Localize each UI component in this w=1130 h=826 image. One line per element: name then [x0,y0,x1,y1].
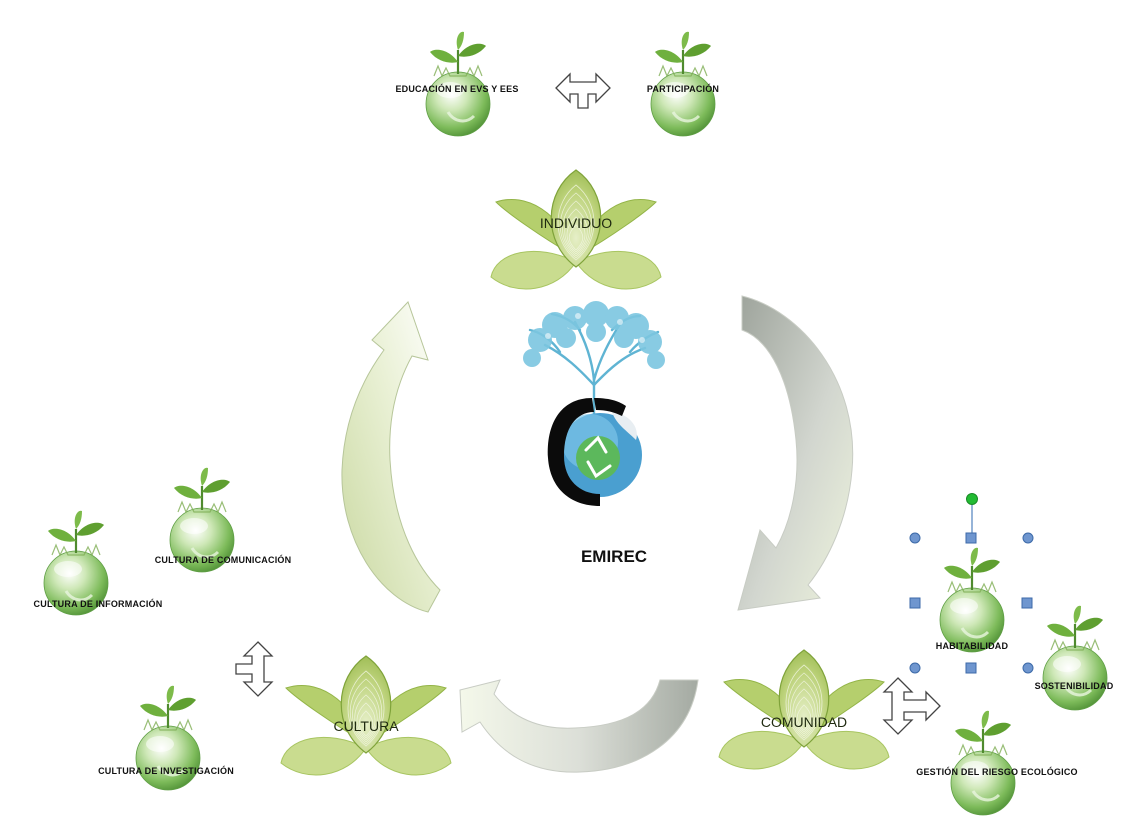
globe-sprout-icon [425,31,491,137]
double-arrow-icon [882,677,941,735]
selection-handles-icon [909,493,1034,674]
double-arrow-icon [235,641,274,697]
cycle-arrow-bottom [459,679,699,773]
globe-sprout-icon [939,547,1005,653]
globe-label-sostenibilidad: SOSTENIBILIDAD [1034,681,1114,691]
lotus-layer [280,169,890,776]
globe-label-educacion: EDUCACIÓN EN EVS Y EES [395,84,519,94]
globe-sprout-icon [135,685,201,791]
globe-label-cultura-investigacion: CULTURA DE INVESTIGACIÓN [98,766,234,776]
double-arrow-icon [555,72,611,109]
globe-label-gestion-riesgo: GESTIÓN DEL RIESGO ECOLÓGICO [916,767,1078,777]
globe-sprout-icon [1042,605,1108,711]
globe-sprout-icon [950,710,1016,816]
lotus-comunidad-icon [718,649,890,770]
lotus-label-individuo: INDIVIDUO [539,215,613,231]
globe-sprout-icon [169,467,235,573]
globe-layer [43,31,1108,816]
cycle-arrow-left [341,301,441,613]
globe-label-habitabilidad: HABITABILIDAD [935,641,1009,651]
cycle-arrow-right [737,295,854,611]
lotus-label-comunidad: COMUNIDAD [760,714,848,730]
globe-label-cultura-comunicacion: CULTURA DE COMUNICACIÓN [154,555,292,565]
globe-sprout-icon [650,31,716,137]
globe-label-participacion: PARTICIPACIÓN [646,84,720,94]
center-label: EMIREC [580,547,648,566]
tree-recycle-logo-icon [523,301,665,506]
lotus-individuo-icon [490,169,662,290]
lotus-cultura-icon [280,655,452,776]
lotus-label-cultura: CULTURA [333,718,399,734]
globe-label-cultura-informacion: CULTURA DE INFORMACIÓN [33,599,163,609]
globe-sprout-icon [43,510,109,616]
